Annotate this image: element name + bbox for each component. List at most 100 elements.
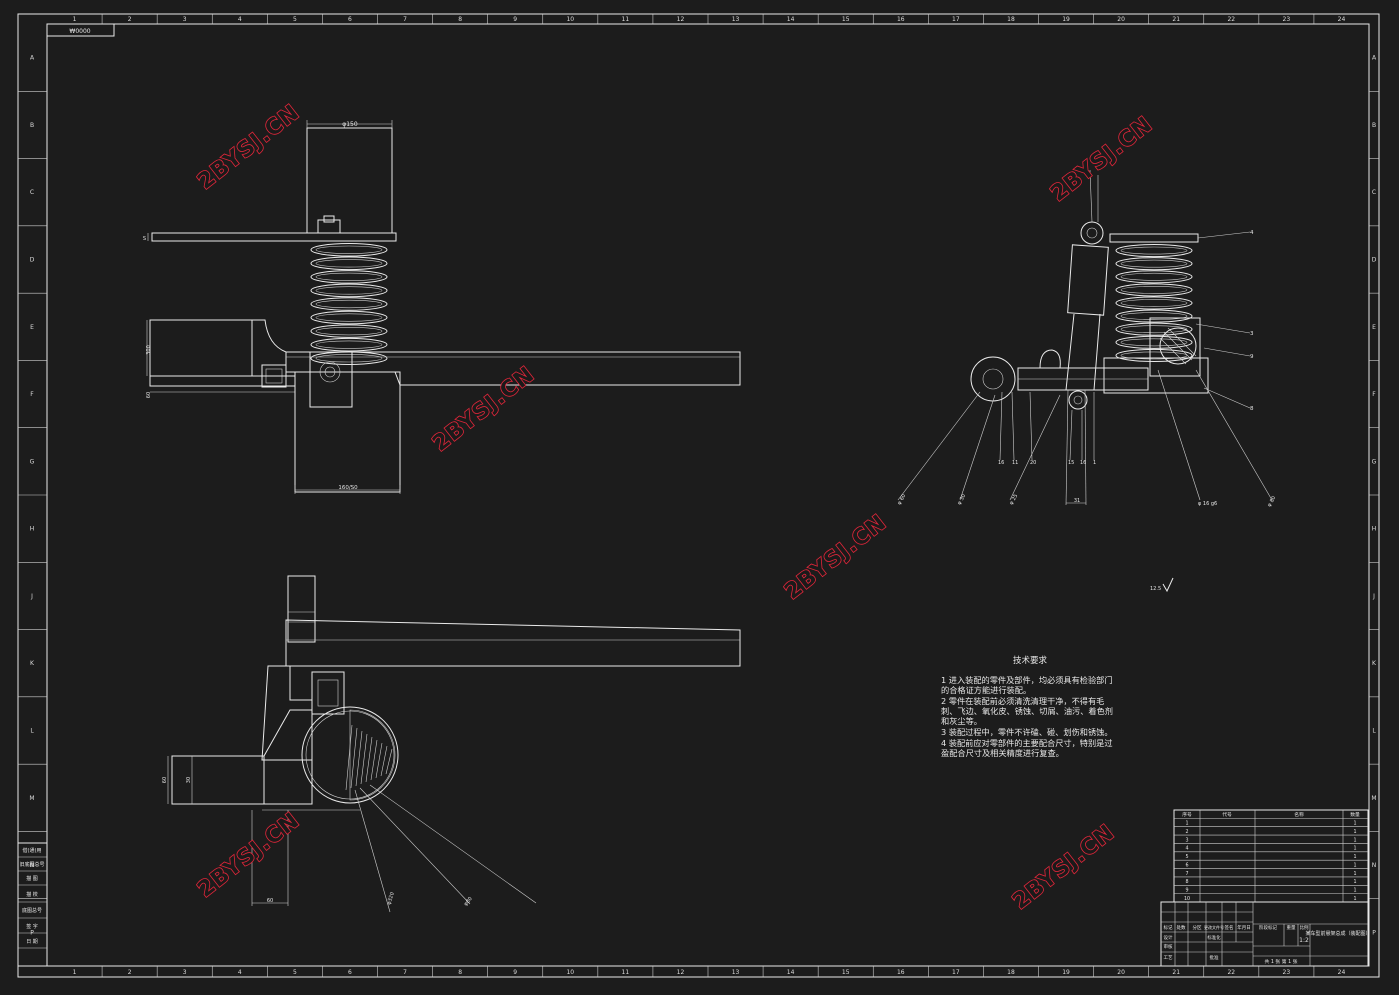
zone-col-bottom: 4 <box>238 969 242 976</box>
zone-row-left: A <box>30 55 35 62</box>
spring-coil-inner <box>315 327 383 336</box>
side-coil-spring <box>1115 244 1193 363</box>
tb-title: 某车型前悬架总成（装配图） <box>1305 930 1370 937</box>
zone-row-right: K <box>1372 660 1377 667</box>
zone-col-top: 13 <box>732 16 740 23</box>
zone-col-bottom: 17 <box>952 969 960 976</box>
tb-label-13: 批准 <box>1210 954 1219 961</box>
spring-coil <box>1115 283 1193 297</box>
zone-col-top: 6 <box>348 16 352 23</box>
zone-row-right: L <box>1372 728 1376 735</box>
strip-label-4: 底图总号 <box>22 907 42 914</box>
req-line-7: 盈配合尺寸及相关精度进行复查。 <box>941 748 1064 758</box>
top-left-tag: ₩0000 <box>69 28 90 35</box>
zone-col-bottom: 23 <box>1283 969 1291 976</box>
zone-row-right: M <box>1371 795 1376 802</box>
zone-col-bottom: 20 <box>1117 969 1125 976</box>
dim-bottom-width: 60 <box>267 898 273 904</box>
balloon-b0: 16 <box>998 460 1004 466</box>
zone-col-top: 24 <box>1338 16 1346 23</box>
zone-row-right: P <box>1372 929 1376 936</box>
balloon-9: 9 <box>1250 354 1254 360</box>
bom-row-no: 8 <box>1185 879 1188 885</box>
strip-label-1: 旧底图总号 <box>19 861 44 868</box>
zone-row-left: J <box>30 593 33 600</box>
balloon-4: 4 <box>1250 230 1254 236</box>
dim-side-leader-4: φ 16 g6 <box>1198 501 1217 507</box>
hatch-line <box>380 745 388 777</box>
zone-col-bottom: 10 <box>566 969 574 976</box>
bom-row-qty: 1 <box>1353 879 1356 885</box>
roughness-value: 12.5 <box>1150 586 1161 592</box>
spring-coil <box>1115 348 1193 363</box>
requirements-title: 技术要求 <box>1013 655 1048 666</box>
spring-coil-inner <box>315 286 383 295</box>
zone-col-bottom: 7 <box>403 969 407 976</box>
bom-row-qty: 1 <box>1353 846 1356 852</box>
req-line-4: 和灰尘等。 <box>941 716 982 726</box>
watermark-6: 2BYSJ.CN <box>1008 820 1119 915</box>
zone-col-bottom: 13 <box>732 969 740 976</box>
req-line-2: 2 零件在装配前必须清洗清理干净，不得有毛 <box>941 696 1104 706</box>
zone-col-bottom: 18 <box>1007 969 1015 976</box>
watermarks: 2BYSJ.CN 2BYSJ.CN 2BYSJ.CN 2BYSJ.CN 2BYS… <box>193 99 1159 915</box>
outer-frame <box>17 13 1380 978</box>
bom-header-0: 序号 <box>1182 811 1192 818</box>
zone-row-right: D <box>1372 257 1377 264</box>
bom-header-3: 数量 <box>1350 811 1360 818</box>
zone-col-bottom: 15 <box>842 969 850 976</box>
hatch-line <box>375 742 383 779</box>
zone-col-bottom: 14 <box>787 969 795 976</box>
tb-label-1: 处数 <box>1177 924 1186 931</box>
zone-col-top: 2 <box>128 16 132 23</box>
bom-row-qty: 1 <box>1353 871 1356 877</box>
zone-col-bottom: 22 <box>1227 969 1235 976</box>
watermark-1: 2BYSJ.CN <box>193 100 304 195</box>
zone-col-top: 1 <box>73 16 77 23</box>
dim-bottom-left-height: 60 <box>162 777 168 783</box>
spring-coil <box>1115 322 1193 336</box>
bom-row-no: 3 <box>1185 837 1188 843</box>
zone-col-top: 14 <box>787 16 795 23</box>
zone-col-top: 5 <box>293 16 297 23</box>
bom-row-qty: 1 <box>1353 896 1356 902</box>
hatch-line <box>370 739 378 781</box>
balloon-b2: 20 <box>1030 460 1036 466</box>
tb-label-8: 阶段标记 <box>1259 924 1277 931</box>
balloon-b4: 16 <box>1080 460 1086 466</box>
tb-label-0: 标记 <box>1164 924 1173 931</box>
zone-col-top: 3 <box>183 16 187 23</box>
spring-coil <box>310 351 388 366</box>
spring-coil-inner <box>1120 312 1188 320</box>
dim-side-bottom: 31 <box>1074 498 1080 504</box>
front-view: φ150 S 300 60 160/S0 <box>143 120 741 494</box>
bom-row-no: 5 <box>1185 854 1188 860</box>
dim-side-leader-1: φ 60 <box>897 493 908 506</box>
spring-coil-inner <box>1120 351 1188 360</box>
hatch-line <box>360 733 368 785</box>
zone-col-top: 23 <box>1283 16 1291 23</box>
zone-row-right: B <box>1372 122 1376 129</box>
zone-col-top: 9 <box>513 16 517 23</box>
watermark-3: 2BYSJ.CN <box>1046 112 1157 207</box>
spring-coil <box>310 256 388 271</box>
tb-label-12: 工艺 <box>1164 955 1173 961</box>
spring-coil-inner <box>315 354 383 363</box>
tb-sheet-info: 共 1 张 第 1 张 <box>1265 958 1298 965</box>
hatch-line <box>350 727 358 789</box>
spring-coil-inner <box>315 340 383 349</box>
tb-label-9: 重量 <box>1287 924 1296 931</box>
strip-label-6: 日 期 <box>26 939 38 945</box>
zone-row-left: F <box>30 391 34 398</box>
spring-coil-inner <box>1120 259 1188 268</box>
watermark-4: 2BYSJ.CN <box>780 510 891 605</box>
zone-col-bottom: 19 <box>1062 969 1070 976</box>
dim-front-left-c: S <box>143 236 146 242</box>
zone-col-top: 17 <box>952 16 960 23</box>
bom-row-no: 2 <box>1185 829 1188 835</box>
zone-col-top: 18 <box>1007 16 1015 23</box>
balloon-b1: 11 <box>1012 460 1018 466</box>
